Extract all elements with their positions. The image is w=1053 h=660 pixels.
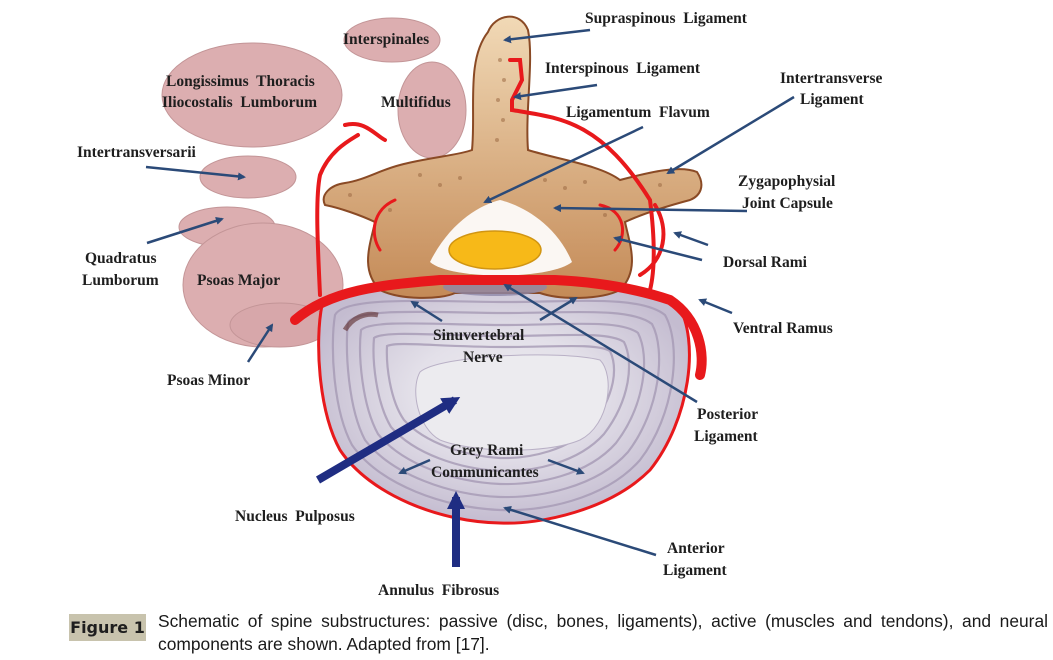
arrow-posterior-ligament [503, 283, 698, 404]
label-posterior-line1: Posterior [697, 406, 758, 423]
label-arrows [145, 28, 795, 557]
label-multifidus: Multifidus [381, 94, 451, 111]
arrow-grey-rami-right [547, 458, 585, 475]
label-intertransverse-line1: Intertransverse [780, 70, 883, 87]
label-zygapophysial-line1: Zygapophysial [738, 173, 836, 190]
label-dorsal-rami: Dorsal Rami [723, 254, 808, 271]
label-sinuvertebral-line1: Sinuvertebral [433, 327, 525, 344]
label-zygapophysial-line2: Joint Capsule [742, 195, 833, 212]
label-longissimus-line2: Iliocostalis Lumborum [162, 94, 317, 111]
intervertebral-disc [317, 286, 691, 525]
nucleus-pulposus-region [415, 354, 609, 451]
arrow-ventral-ramus [698, 298, 733, 315]
arrow-dorsal-rami-2 [613, 235, 703, 262]
label-annulus-fibrosus: Annulus Fibrosus [378, 582, 499, 599]
nerves [290, 58, 707, 380]
arrow-dorsal-rami-1 [673, 231, 709, 247]
label-ventral-ramus: Ventral Ramus [733, 320, 833, 337]
arrow-interspinous [513, 83, 598, 101]
label-posterior-line2: Ligament [694, 428, 759, 445]
label-quadratus-line1: Quadratus [85, 250, 157, 267]
label-sinuvertebral-line2: Nerve [463, 349, 503, 366]
arrow-anterior-ligament [503, 505, 657, 557]
thick-arrows [315, 396, 465, 567]
arrow-ligamentum-flavum [483, 125, 644, 204]
arrow-intertransversarii [145, 165, 246, 181]
spinal-cord [448, 230, 542, 270]
arrow-nucleus-pulposus [315, 396, 461, 484]
label-quadratus-line2: Lumborum [82, 272, 159, 289]
label-interspinales: Interspinales [343, 31, 429, 48]
spine-anatomy-diagram: Supraspinous Ligament Interspinales Inte… [77, 10, 883, 599]
figure-number-badge: Figure 1 [69, 614, 146, 641]
interspinales-muscle [343, 17, 441, 63]
arrow-intertransverse [666, 95, 795, 175]
longissimus-muscle [161, 42, 343, 148]
label-nucleus-pulposus: Nucleus Pulposus [235, 508, 355, 525]
label-grey-rami-line1: Grey Rami [450, 442, 524, 459]
label-intertransverse-line2: Ligament [800, 91, 865, 108]
label-supraspinous-ligament: Supraspinous Ligament [585, 10, 748, 27]
arrow-quadratus [146, 217, 224, 245]
figure-caption: Figure 1 Schematic of spine substructure… [69, 608, 1049, 658]
label-interspinous-ligament: Interspinous Ligament [545, 60, 701, 77]
label-intertransversarii: Intertransversarii [77, 144, 196, 161]
intertransversarii-muscle [199, 155, 297, 199]
arrow-sinuvertebral-right [539, 296, 578, 322]
labels: Supraspinous Ligament Interspinales Inte… [77, 10, 883, 599]
label-psoas-major: Psoas Major [197, 272, 280, 289]
arrow-supraspinous [503, 28, 591, 44]
label-ligamentum-flavum: Ligamentum Flavum [566, 104, 710, 121]
caption-text: Schematic of spine substructures: passiv… [158, 611, 1048, 654]
label-anterior-line1: Anterior [667, 540, 725, 557]
label-grey-rami-line2: Communicantes [431, 464, 539, 481]
arrow-zygapophysial [553, 204, 748, 213]
arrow-sinuvertebral-left [410, 300, 443, 323]
label-psoas-minor: Psoas Minor [167, 372, 250, 389]
arrow-psoas-minor [246, 323, 274, 363]
arrow-grey-rami-left [398, 458, 431, 475]
label-anterior-line2: Ligament [663, 562, 728, 579]
label-longissimus-line1: Longissimus Thoracis [166, 73, 315, 90]
